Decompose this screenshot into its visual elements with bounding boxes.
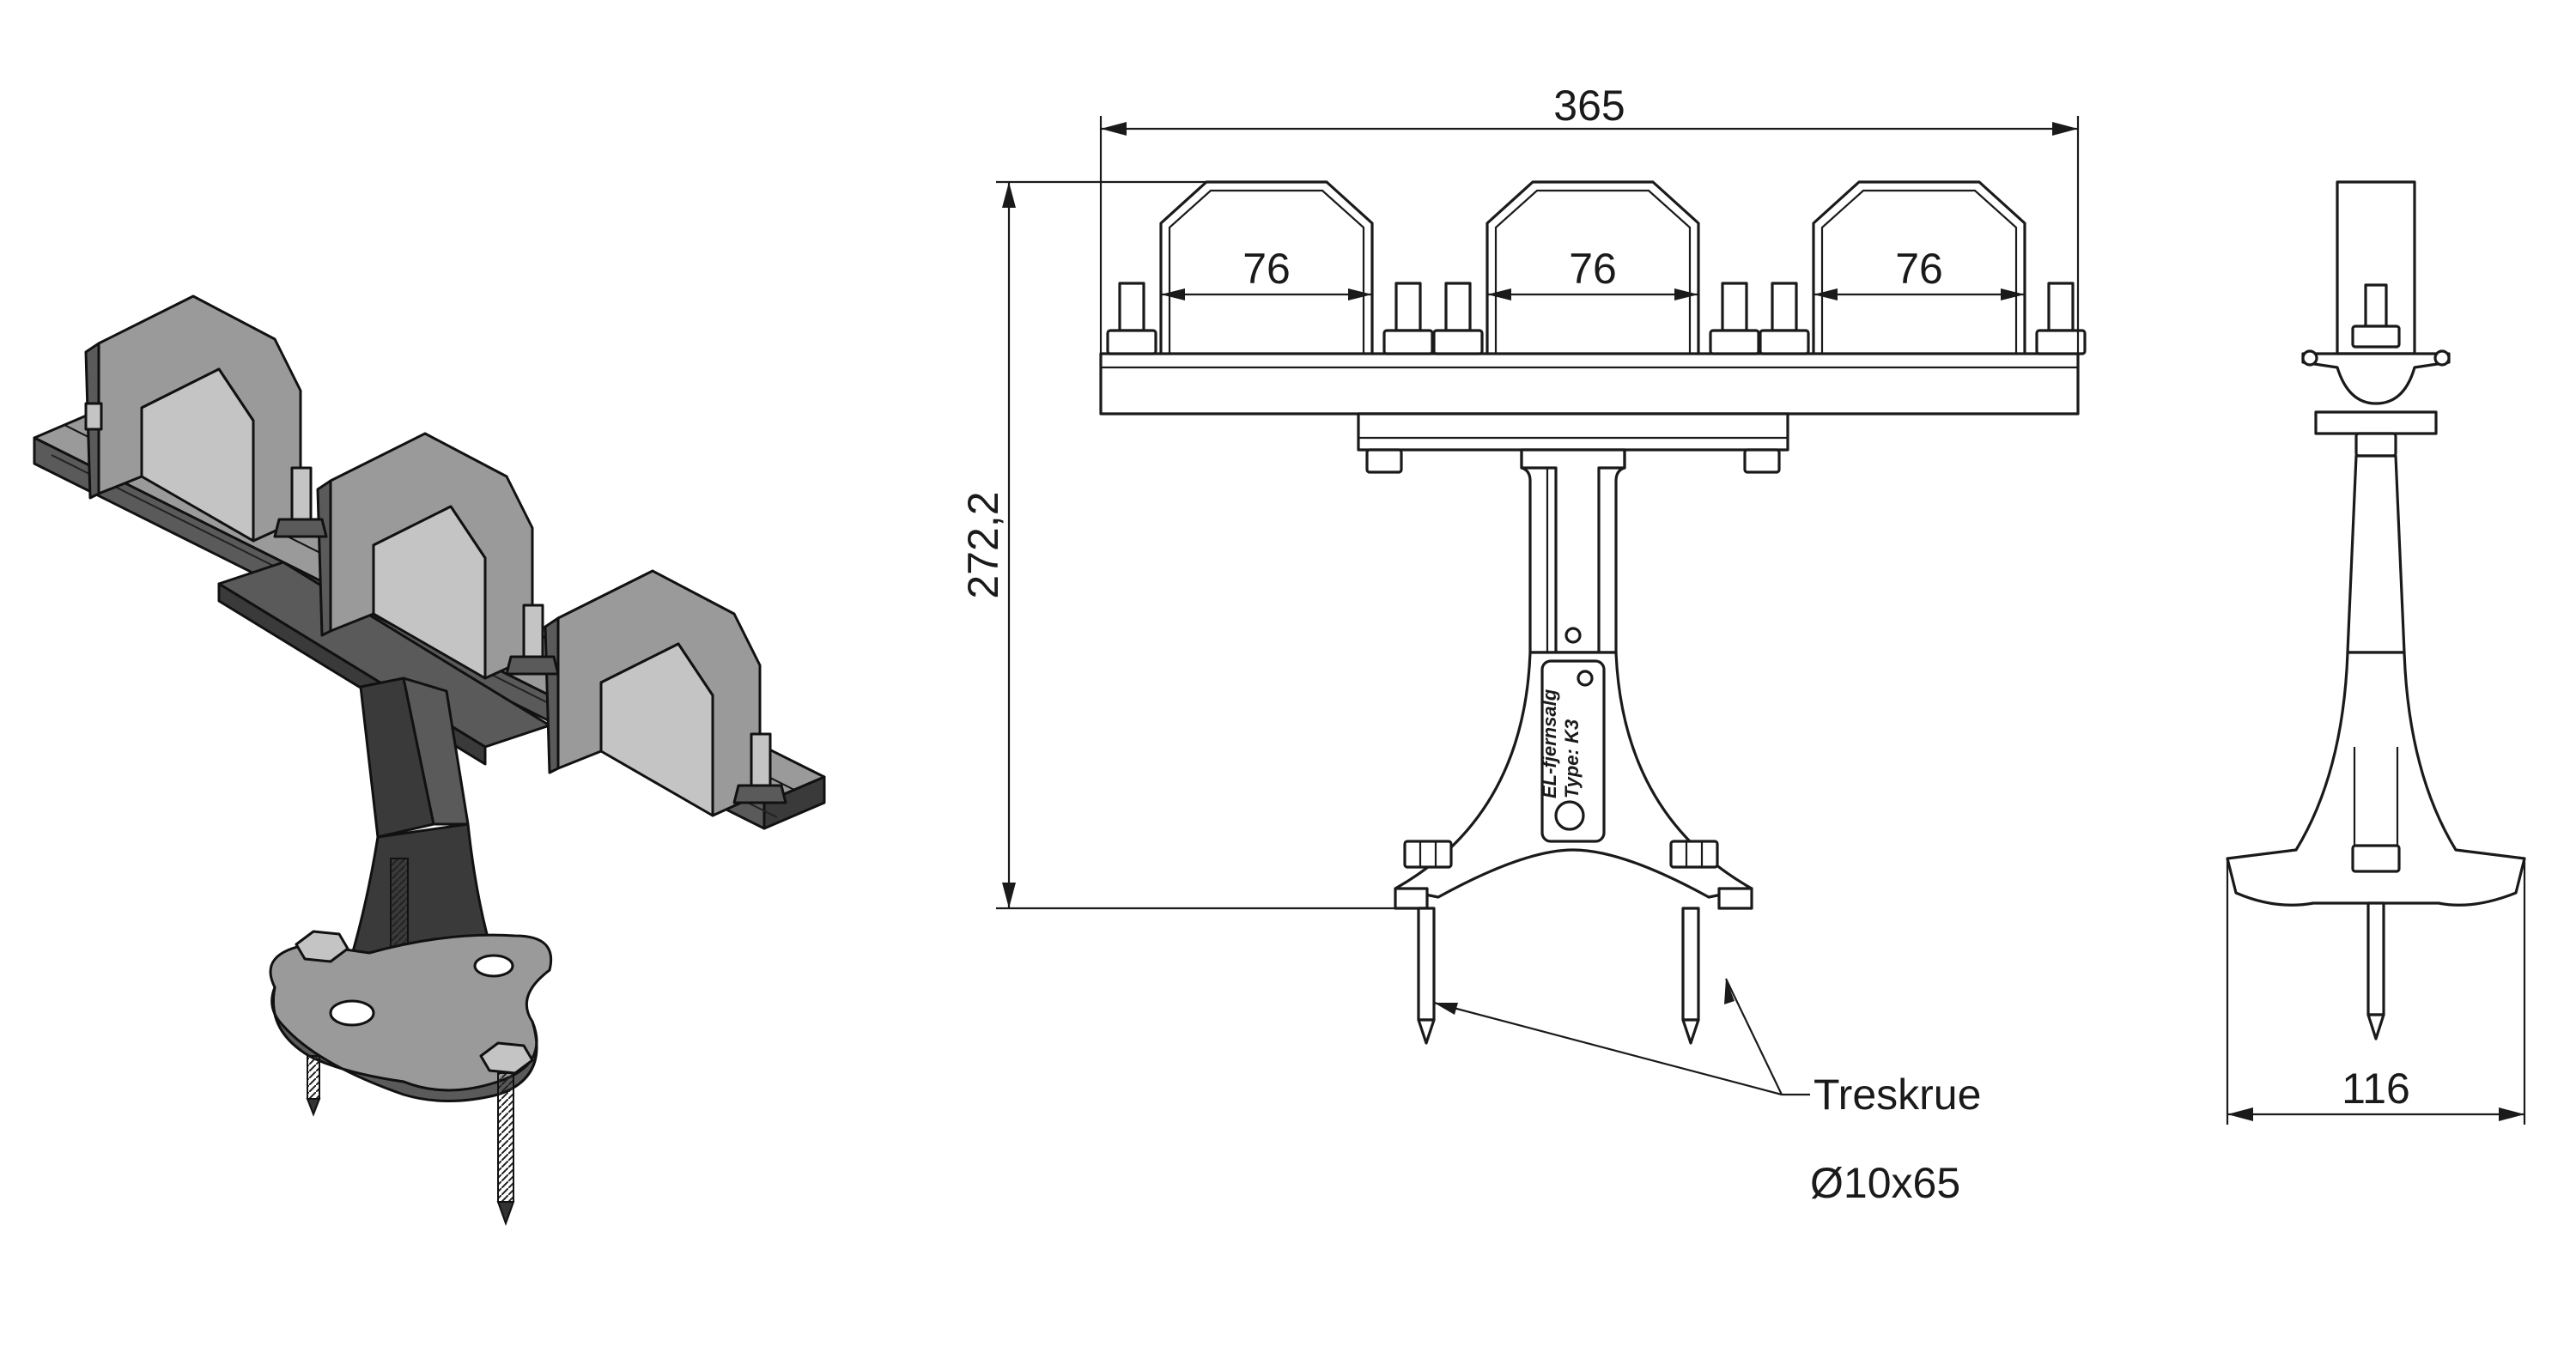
side-wood-screw: [2366, 901, 2385, 1016]
front-rail: [1099, 352, 2080, 416]
front-wood-screws: [1417, 907, 1700, 1045]
iso-bracket-3: [544, 569, 762, 817]
dim-76-label-3: 76: [1895, 245, 1943, 293]
dimension-side-base: 116: [2226, 858, 2526, 1125]
iso-rail-end: [762, 775, 826, 830]
iso-bracket-1: [84, 294, 302, 543]
dim-116-label: 116: [2342, 1065, 2410, 1113]
front-wing-nut-left: [1403, 840, 1453, 869]
dimension-overall-height: 272,2: [959, 180, 1395, 910]
isometric-view: [33, 294, 826, 1226]
front-wing-nut-right: [1669, 840, 1719, 869]
dim-76-label-2: 76: [1569, 245, 1617, 293]
side-foot: [2226, 651, 2526, 907]
front-view: EL-fjernsalg Type: K3 365: [959, 82, 2087, 1207]
front-studs: [1106, 282, 2087, 355]
dimension-overall-width: 365: [1099, 82, 2080, 354]
type-embossing: Type: K3: [1561, 719, 1583, 798]
iso-wood-screw: [497, 1072, 514, 1203]
iso-base-nut-right: [479, 1041, 534, 1075]
dim-272-label: 272,2: [959, 491, 1007, 598]
screw-name-label: Treskrue: [1814, 1071, 1981, 1119]
dim-76-label-1: 76: [1242, 245, 1291, 293]
front-bracket-1: [1159, 180, 1374, 355]
screw-callout: Treskrue Ø10x65: [1433, 978, 1981, 1207]
side-rail-profile: [2301, 352, 2451, 405]
screw-size-label: Ø10x65: [1810, 1159, 1960, 1207]
side-post: [2346, 454, 2406, 654]
front-bracket-2: [1485, 180, 1700, 355]
side-view: 116: [2226, 180, 2526, 1125]
front-bracket-3: [1812, 180, 2026, 355]
front-post: [1520, 448, 1626, 654]
dimension-channel-widths: 76 76 76: [1161, 245, 2025, 300]
iso-studs: [84, 402, 787, 804]
brand-embossing: EL-fjernsalg: [1539, 689, 1560, 798]
iso-base-nut-left: [295, 930, 349, 963]
dim-365-label: 365: [1553, 82, 1625, 130]
front-mount-block: [1357, 412, 1789, 452]
